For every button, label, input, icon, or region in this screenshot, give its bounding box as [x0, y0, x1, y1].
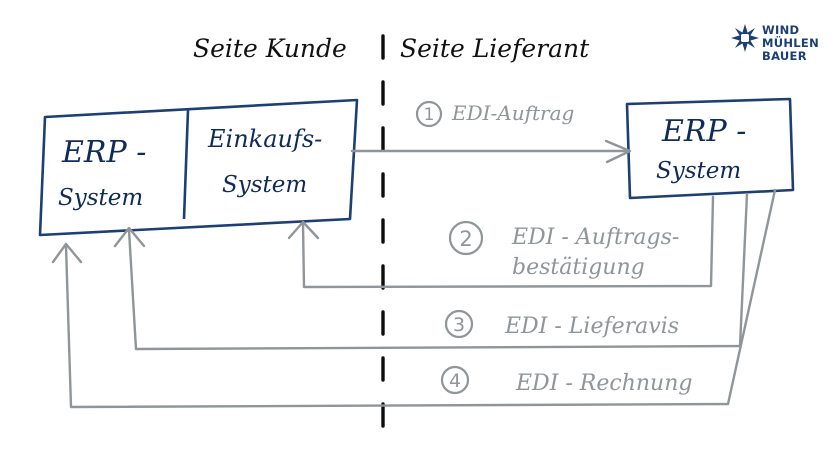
flow-2-line [301, 195, 715, 289]
customer-box-outline [38, 98, 359, 237]
customer-erp-label-line1: ERP - [61, 135, 146, 170]
supplier-erp-label-line2: System [656, 158, 741, 184]
customer-systems-box: ERP - System Einkaufs- System [38, 98, 359, 237]
step-1-label: EDI-Auftrag [451, 101, 574, 125]
flow-1-order: 1 EDI-Auftrag [350, 100, 632, 164]
company-logo: WIND MÜHLEN BAUER [731, 23, 819, 63]
flow-3-arrowhead [113, 226, 146, 248]
step-4-number: 4 [449, 370, 461, 392]
logo-line-wind: WIND [762, 23, 799, 37]
step-3-circle [444, 309, 474, 339]
purchasing-system-label-line1: Einkaufs- [207, 125, 322, 153]
flow-3-line [127, 192, 749, 351]
logo-line-muehlen: MÜHLEN [762, 35, 819, 50]
flow-4-line [64, 188, 777, 409]
windmill-star-icon [731, 24, 759, 52]
header-customer-side: Seite Kunde [193, 34, 347, 63]
customer-box-separator [182, 109, 190, 220]
flow-4-invoice: 4 EDI - Rechnung [51, 188, 777, 409]
flow-1-arrowhead [604, 139, 632, 164]
supplier-erp-label-line1: ERP - [661, 114, 746, 149]
step-2-number: 2 [459, 227, 472, 251]
step-2-circle [448, 220, 484, 256]
supplier-box-outline [625, 97, 795, 200]
flow-3-delivery-advice: 3 EDI - Lieferavis [113, 192, 749, 351]
step-3-label: EDI - Lieferavis [504, 314, 679, 339]
customer-erp-label-line2: System [58, 185, 143, 211]
step-1-circle [415, 100, 443, 128]
purchasing-system-label-line2: System [222, 172, 307, 198]
supplier-erp-box: ERP - System [625, 97, 795, 200]
step-2-label-line2: bestätigung [512, 255, 645, 280]
step-1-number: 1 [424, 105, 435, 125]
step-3-number: 3 [453, 314, 465, 336]
header-supplier-side: Seite Lieferant [400, 34, 590, 63]
step-2-label-line1: EDI - Auftrags- [511, 225, 679, 250]
flow-2-order-confirmation: 2 EDI - Auftrags- bestätigung [287, 195, 715, 289]
logo-line-bauer: BAUER [762, 49, 807, 63]
step-4-circle [440, 365, 470, 395]
flow-4-arrowhead [51, 242, 83, 264]
step-4-label: EDI - Rechnung [515, 371, 692, 396]
flow-2-arrowhead [287, 220, 320, 240]
